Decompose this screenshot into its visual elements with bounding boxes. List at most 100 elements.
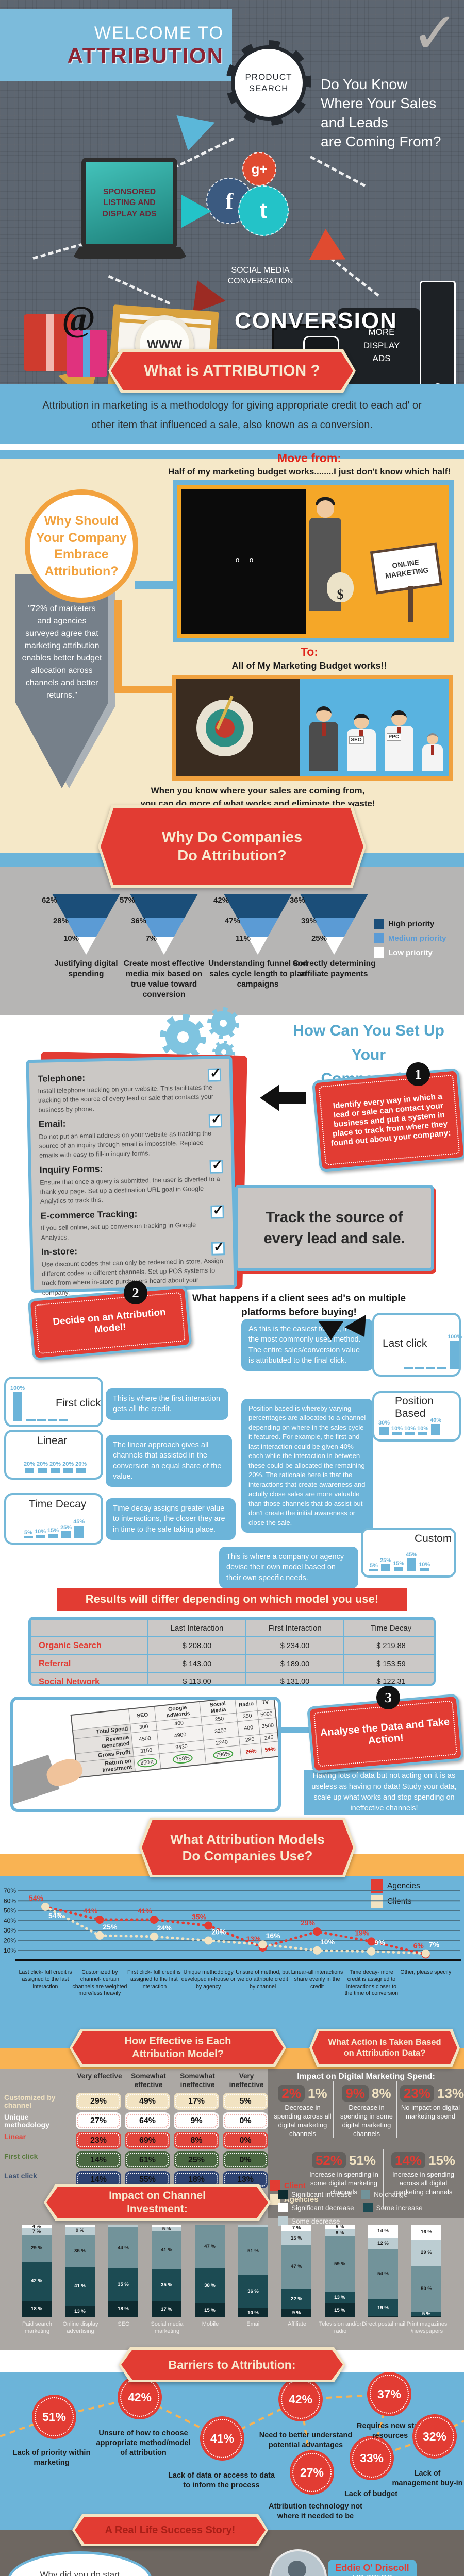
model-bar xyxy=(394,1567,404,1571)
svg-text:41%: 41% xyxy=(138,1907,153,1915)
model-bar-col xyxy=(37,1419,47,1421)
model-bars: 20%20%20%20%20% xyxy=(24,1461,87,1473)
effectiveness-value: 8% xyxy=(174,2132,219,2149)
bar-segment: 35 % xyxy=(152,2269,181,2302)
model-name: Time Decay xyxy=(29,1498,87,1510)
legend-label: High priority xyxy=(388,919,435,928)
model-bar xyxy=(407,1558,417,1571)
model-bar-col: 15% xyxy=(47,1528,59,1538)
pill-text: 0% xyxy=(239,2136,252,2145)
spend-stat-numbers: 23%13% xyxy=(400,2085,464,2102)
model-name: Custom xyxy=(415,1533,452,1545)
pill-dotted-border xyxy=(126,2153,169,2167)
story-banner: A Real Life Success Story! xyxy=(72,2514,268,2546)
legend-swatch xyxy=(270,2194,280,2205)
effectiveness-col-header: Very ineffective xyxy=(229,2072,264,2089)
model-desc-last: As this is the easiest to use, it is the… xyxy=(241,1319,373,1371)
checklist-heading-text: Email: xyxy=(38,1118,66,1129)
funnel-value: 25% xyxy=(311,934,327,943)
barrier-pct: 51% xyxy=(32,2395,76,2439)
pill-text: 61% xyxy=(139,2155,156,2164)
to-heading: To: xyxy=(300,645,319,658)
barrier-label: Lack of priority within marketing xyxy=(12,2449,91,2467)
legend-label: Some increase xyxy=(376,2204,423,2212)
pill-dotted-border xyxy=(126,2094,169,2108)
bar-segment: 41 % xyxy=(65,2267,95,2306)
move-from-image: o o $ ONLINE MARKETING xyxy=(173,480,454,642)
models-use-category: First click- full credit is assigned to … xyxy=(127,1969,181,1990)
pill-dotted-border xyxy=(175,2153,218,2167)
gear-icon xyxy=(160,1014,206,1060)
bar-segment: 36 % xyxy=(238,2275,268,2308)
spend-stat-label: No impact on digital marketing spend xyxy=(401,2104,460,2120)
what-is-section xyxy=(0,384,464,444)
banner-face: What Attribution Models Do Companies Use… xyxy=(142,1820,353,1875)
bar-category-label: Affiliate xyxy=(288,2321,306,2327)
pill-text: 13% xyxy=(237,2175,254,2184)
barrier-pct: 41% xyxy=(200,2416,244,2461)
funnel-value: 36% xyxy=(289,896,305,905)
legend-label: Agencies xyxy=(387,1882,420,1890)
tracking-checklist: Telephone:✓Install telephone tracking on… xyxy=(26,1055,237,1296)
legend-label: Medium priority xyxy=(388,934,446,943)
effectiveness-value: 17% xyxy=(174,2093,219,2110)
track-source-text: Track the source of every lead and sale. xyxy=(263,1209,405,1247)
investment-banner: Impact on Channel Investment: xyxy=(44,2184,271,2221)
legend-swatch xyxy=(278,2190,288,2199)
effectiveness-value: 49% xyxy=(125,2093,170,2110)
roi-circled-value: 796% xyxy=(212,1749,234,1760)
model-bar xyxy=(426,1367,435,1369)
model-desc-first: This is where the first interaction gets… xyxy=(106,1388,228,1420)
pill-text: 14% xyxy=(90,2155,107,2164)
model-bar xyxy=(450,1341,460,1369)
roi-struck-value: 51% xyxy=(264,1745,276,1754)
dotted-ring xyxy=(370,2375,409,2414)
spend-stat-label: Increase in spending in some digital mar… xyxy=(309,2171,378,2196)
check-watermark-icon: ✓ xyxy=(411,2,459,65)
results-cell: $ 113.00 xyxy=(148,1673,245,1684)
model-bar-value: 15% xyxy=(393,1560,405,1567)
banner-face: A Real Life Success Story! xyxy=(75,2517,266,2544)
model-bar-col: 45% xyxy=(73,1519,85,1538)
model-bar xyxy=(61,1531,71,1538)
funnel-value: 28% xyxy=(53,917,69,925)
bar-segment: 5 % xyxy=(411,2312,441,2317)
bar-segment: 35 % xyxy=(65,2234,95,2267)
dark-video-frame: o o xyxy=(181,489,306,634)
effectiveness-value: 64% xyxy=(125,2112,170,2129)
twitter-icon: t xyxy=(238,185,289,236)
barrier-pct: 32% xyxy=(412,2414,457,2459)
model-bar-value: 10% xyxy=(35,1529,46,1535)
legend-swatch xyxy=(278,2216,288,2226)
stacked-bar-4: 17 %35 %41 %5 % xyxy=(152,2225,181,2317)
cartoon-boss xyxy=(309,706,338,771)
model-name: First click xyxy=(56,1397,101,1409)
bar-category-label: SEO xyxy=(118,2321,130,2327)
model-bar-col: 20% xyxy=(49,1461,61,1473)
model-bar-value: 5% xyxy=(370,1563,378,1569)
model-bar xyxy=(392,1432,402,1435)
bar-category-label: Email xyxy=(246,2321,261,2327)
barrier-value: 42% xyxy=(288,2392,313,2406)
svg-text:54%: 54% xyxy=(29,1894,44,1902)
checklist-body: Ensure that once a query is submitted, t… xyxy=(40,1175,220,1205)
model-bar-value: 100% xyxy=(10,1385,25,1392)
barrier-label: Requires new staff resources xyxy=(357,2422,423,2440)
bar-segment: 10 % xyxy=(238,2308,268,2317)
effectiveness-value: 0% xyxy=(223,2112,268,2129)
models-use-banner: What Attribution Models Do Companies Use… xyxy=(139,1818,356,1877)
svg-text:30%: 30% xyxy=(4,1927,16,1934)
svg-text:41%: 41% xyxy=(83,1907,98,1915)
spend-stat: 52%51%Increase in spending in some digit… xyxy=(305,2152,383,2197)
svg-text:29%: 29% xyxy=(301,1919,316,1927)
banner-face: Barriers to Attribution: xyxy=(121,2350,343,2380)
models-use-title: What Attribution Models Do Companies Use… xyxy=(170,1831,325,1864)
svg-text:6%: 6% xyxy=(413,1942,424,1950)
gift-icon xyxy=(24,314,75,371)
effectiveness-row-label: Last click xyxy=(4,2172,37,2180)
bar-category-label: Paid search marketing xyxy=(22,2321,53,2335)
models-use-category: Other, please specify xyxy=(400,1969,452,1975)
